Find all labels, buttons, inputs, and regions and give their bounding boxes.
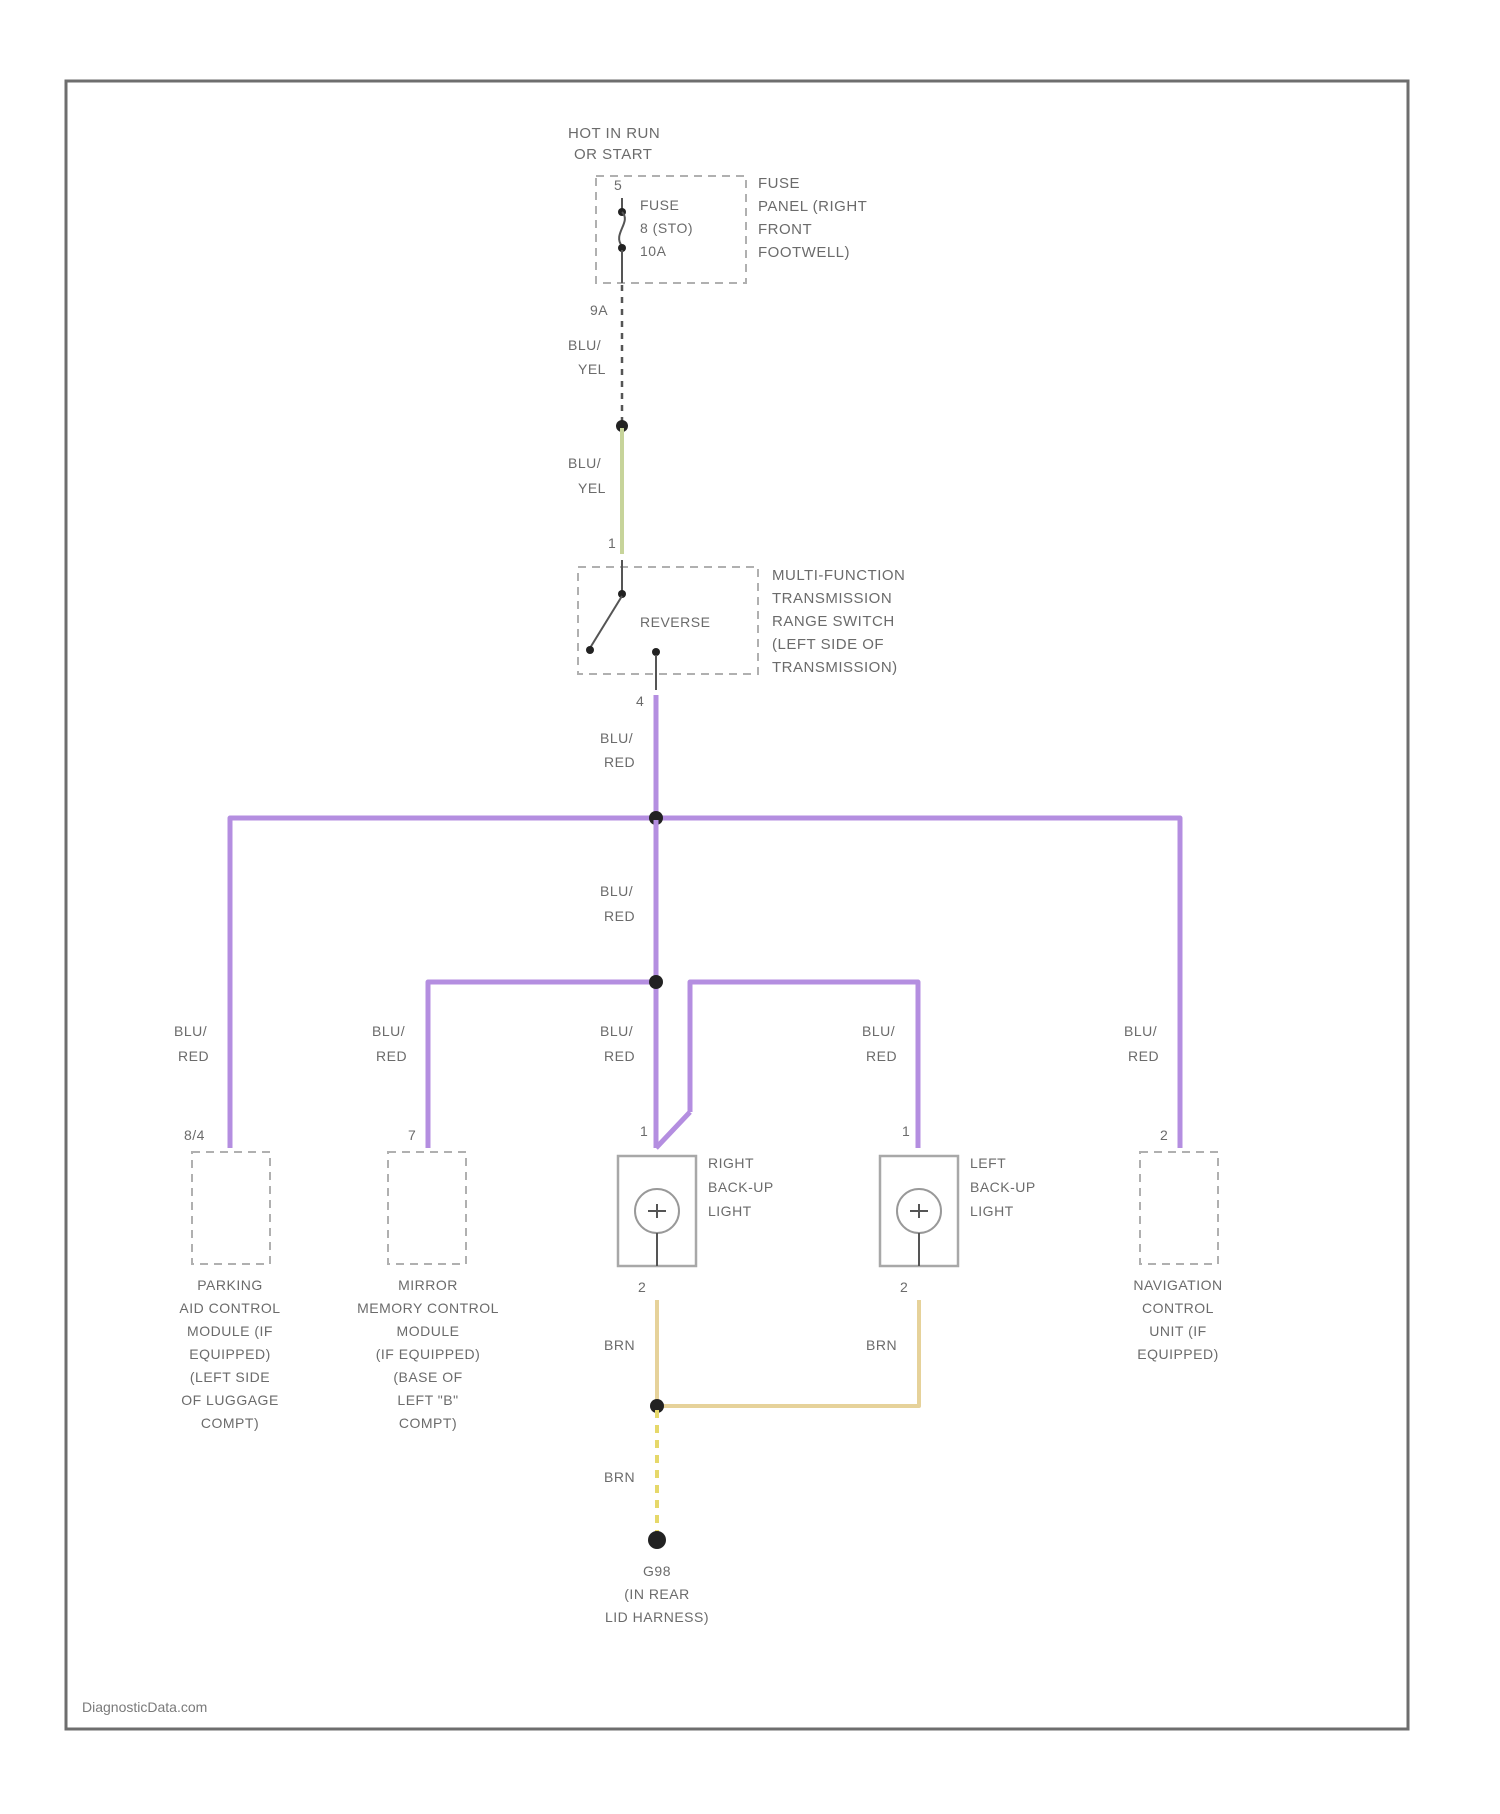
wire-label-blu-red-2b: RED xyxy=(604,908,635,924)
range-switch: 1 REVERSE 4 MULTI-FUNCTION TRANSMISSION … xyxy=(578,535,905,709)
parking-module-label-2: AID CONTROL xyxy=(179,1300,280,1316)
wire-label-blu-red-1a: BLU/ xyxy=(600,730,633,746)
wire-label-blu-red-1b: RED xyxy=(604,754,635,770)
fuse-text-2: 8 (STO) xyxy=(640,220,693,236)
wire-blu-red-right-light xyxy=(656,982,690,1148)
fuse-text-1: FUSE xyxy=(640,197,679,213)
parking-module-label-1: PARKING xyxy=(197,1277,262,1293)
wire-label-brn-ground: BRN xyxy=(604,1469,635,1485)
range-switch-label-1: MULTI-FUNCTION xyxy=(772,567,905,584)
range-switch-terminal-out xyxy=(652,648,660,656)
nav-unit-pin: 2 xyxy=(1160,1127,1168,1143)
ground-point: G98 (IN REAR LID HARNESS) xyxy=(605,1531,709,1625)
fuse-panel-label-1: FUSE xyxy=(758,175,800,192)
nav-unit-label-1: NAVIGATION xyxy=(1133,1277,1222,1293)
mirror-module-label-7: COMPT) xyxy=(399,1415,457,1431)
mirror-module-outline xyxy=(388,1152,466,1264)
wire-label-brn-left: BRN xyxy=(866,1337,897,1353)
wire-label-nav-b: RED xyxy=(1128,1048,1159,1064)
mirror-module-label-2: MEMORY CONTROL xyxy=(357,1300,499,1316)
left-backup-light: 1 2 LEFT BACK-UP LIGHT xyxy=(880,1123,1036,1295)
fuse-text-3: 10A xyxy=(640,243,667,259)
navigation-control-unit: 2 NAVIGATION CONTROL UNIT (IF EQUIPPED) xyxy=(1133,1127,1222,1362)
right-backup-light: 1 2 RIGHT BACK-UP LIGHT xyxy=(618,1123,774,1295)
right-light-pin-top: 1 xyxy=(640,1123,648,1139)
wire-label-park-b: RED xyxy=(178,1048,209,1064)
parking-module-label-3: MODULE (IF xyxy=(187,1323,273,1339)
parking-module-pin: 8/4 xyxy=(184,1127,205,1143)
fuse-element xyxy=(619,212,625,246)
wire-brn-left xyxy=(657,1300,919,1406)
range-switch-position: REVERSE xyxy=(640,614,710,630)
range-switch-label-4: (LEFT SIDE OF xyxy=(772,636,884,653)
left-light-label-3: LIGHT xyxy=(970,1203,1014,1219)
wire-label-nav-a: BLU/ xyxy=(1124,1023,1157,1039)
nav-unit-outline xyxy=(1140,1152,1218,1264)
footer-watermark: DiagnosticData.com xyxy=(82,1699,207,1715)
wire-label-left-b: RED xyxy=(866,1048,897,1064)
wire-label-mirror-a: BLU/ xyxy=(372,1023,405,1039)
wire-label-mirror-b: RED xyxy=(376,1048,407,1064)
wire-label-blu-red-2a: BLU/ xyxy=(600,883,633,899)
fuse-panel-label-4: FOOTWELL) xyxy=(758,244,850,261)
range-switch-label-5: TRANSMISSION) xyxy=(772,659,898,676)
right-light-label-1: RIGHT xyxy=(708,1155,754,1171)
left-light-pin-top: 1 xyxy=(902,1123,910,1139)
wire-label-blu-yel-2b: YEL xyxy=(578,480,606,496)
mirror-module-label-3: MODULE xyxy=(397,1323,460,1339)
ground-label-3: LID HARNESS) xyxy=(605,1609,709,1625)
range-switch-pin-out: 4 xyxy=(636,693,644,709)
wire-label-right-b: RED xyxy=(604,1048,635,1064)
mirror-module-label-1: MIRROR xyxy=(398,1277,458,1293)
parking-module-label-7: COMPT) xyxy=(201,1415,259,1431)
range-switch-terminal-pivot xyxy=(586,646,594,654)
mirror-module-label-5: (BASE OF xyxy=(393,1369,462,1385)
power-source-label-line1: HOT IN RUN xyxy=(568,125,660,142)
wire-label-park-a: BLU/ xyxy=(174,1023,207,1039)
wire-blu-red-bus-left-light xyxy=(690,982,918,1148)
fuse-panel-label-3: FRONT xyxy=(758,221,812,238)
parking-module-label-6: OF LUGGAGE xyxy=(181,1392,279,1408)
nav-unit-label-4: EQUIPPED) xyxy=(1137,1346,1219,1362)
diagram-frame xyxy=(66,81,1408,1729)
wire-label-brn-right: BRN xyxy=(604,1337,635,1353)
left-light-pin-bottom: 2 xyxy=(900,1279,908,1295)
splice-bus-second xyxy=(649,975,663,989)
parking-module-outline xyxy=(192,1152,270,1264)
range-switch-contact xyxy=(590,596,622,648)
nav-unit-label-2: CONTROL xyxy=(1142,1300,1214,1316)
range-switch-pin-in: 1 xyxy=(608,535,616,551)
wire-label-blu-yel-2a: BLU/ xyxy=(568,455,601,471)
ground-label-1: G98 xyxy=(643,1563,671,1579)
right-light-label-2: BACK-UP xyxy=(708,1179,774,1195)
wire-blu-red-bus-mirror xyxy=(428,982,656,1148)
power-source-label-line2: OR START xyxy=(574,146,652,163)
mirror-module-pin: 7 xyxy=(408,1127,416,1143)
nav-unit-label-3: UNIT (IF xyxy=(1149,1323,1206,1339)
fuse-pin-label: 5 xyxy=(614,177,622,193)
mirror-module-label-6: LEFT "B" xyxy=(397,1392,458,1408)
fuse-panel: 5 FUSE 8 (STO) 10A FUSE PANEL (RIGHT FRO… xyxy=(596,175,867,283)
left-light-label-1: LEFT xyxy=(970,1155,1006,1171)
parking-aid-module: 8/4 PARKING AID CONTROL MODULE (IF EQUIP… xyxy=(179,1127,280,1431)
connector-top-id: 9A xyxy=(590,302,608,318)
ground-icon xyxy=(648,1531,666,1549)
range-switch-label-3: RANGE SWITCH xyxy=(772,613,895,630)
wire-label-blu-yel-1a: BLU/ xyxy=(568,337,601,353)
right-light-label-3: LIGHT xyxy=(708,1203,752,1219)
mirror-module-label-4: (IF EQUIPPED) xyxy=(376,1346,481,1362)
ground-label-2: (IN REAR xyxy=(624,1586,689,1602)
wire-label-left-a: BLU/ xyxy=(862,1023,895,1039)
range-switch-label-2: TRANSMISSION xyxy=(772,590,892,607)
mirror-memory-module: 7 MIRROR MEMORY CONTROL MODULE (IF EQUIP… xyxy=(357,1127,499,1431)
parking-module-label-4: EQUIPPED) xyxy=(189,1346,271,1362)
wire-label-blu-yel-1b: YEL xyxy=(578,361,606,377)
wire-label-right-a: BLU/ xyxy=(600,1023,633,1039)
left-light-label-2: BACK-UP xyxy=(970,1179,1036,1195)
fuse-panel-label-2: PANEL (RIGHT xyxy=(758,198,867,215)
parking-module-label-5: (LEFT SIDE xyxy=(190,1369,270,1385)
right-light-pin-bottom: 2 xyxy=(638,1279,646,1295)
